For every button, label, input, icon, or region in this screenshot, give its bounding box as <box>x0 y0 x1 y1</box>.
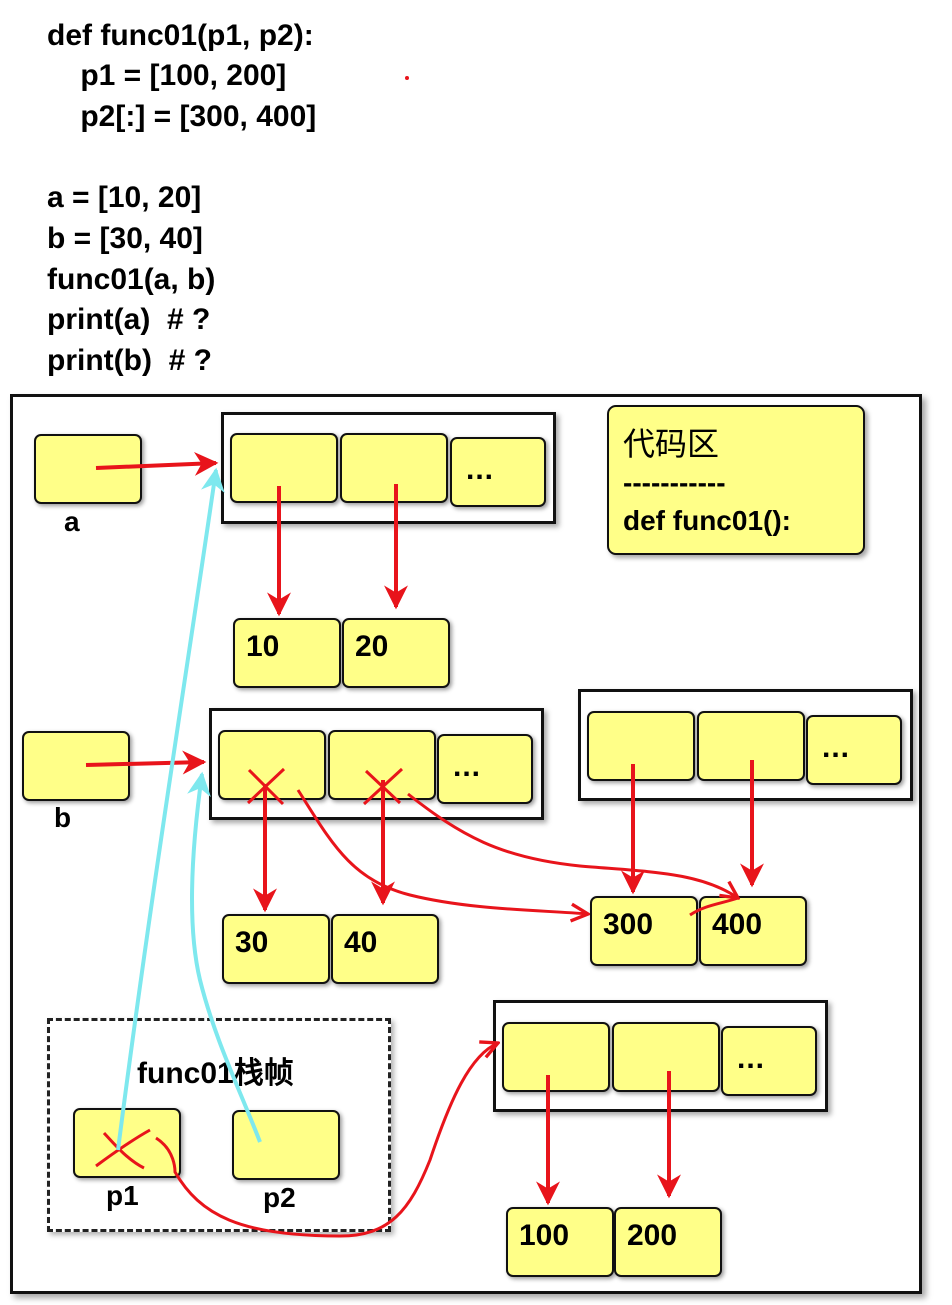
code-line-2: p1 = [100, 200] <box>47 59 287 92</box>
stray-dot <box>405 76 409 80</box>
stack-frame-title: func01栈帧 <box>137 1057 294 1090</box>
list-300-400-slot-ellipsis: ... <box>806 715 902 785</box>
param-p2-box <box>232 1110 340 1180</box>
list-100-200-slot-1 <box>612 1022 720 1092</box>
code-line-7: func01(a, b) <box>47 263 216 296</box>
list-b-slot-1 <box>328 730 436 800</box>
list-b-slot-ellipsis: ... <box>437 734 533 804</box>
code-line-3: p2[:] = [300, 400] <box>47 100 317 133</box>
code-area-title: 代码区 <box>623 426 720 462</box>
value-200-box: 200 <box>614 1207 722 1277</box>
list-a-slot-0 <box>230 433 338 503</box>
code-area-separator: ----------- <box>623 467 726 498</box>
list-100-200-slot-0 <box>502 1022 610 1092</box>
list-300-400-slot-0 <box>587 711 695 781</box>
code-line-9: print(b) # ? <box>47 344 212 377</box>
param-p2-label: p2 <box>263 1182 296 1213</box>
code-area: 代码区 ----------- def func01(): <box>607 405 865 555</box>
value-40-box: 40 <box>331 914 439 984</box>
value-30-box: 30 <box>222 914 330 984</box>
code-line-5: a = [10, 20] <box>47 181 202 214</box>
code-line-1: def func01(p1, p2): <box>47 19 314 52</box>
param-p1-box <box>73 1108 181 1178</box>
list-300-400-container <box>578 689 913 801</box>
param-p1-label: p1 <box>106 1180 139 1211</box>
list-300-400-slot-1 <box>697 711 805 781</box>
list-b-slot-0 <box>218 730 326 800</box>
list-100-200-slot-ellipsis: ... <box>721 1026 817 1096</box>
value-100-box: 100 <box>506 1207 614 1277</box>
memory-frame <box>10 394 922 1294</box>
value-20-box: 20 <box>342 618 450 688</box>
code-line-8: print(a) # ? <box>47 303 211 336</box>
code-line-6: b = [30, 40] <box>47 222 203 255</box>
code-area-content: def func01(): <box>623 505 791 536</box>
value-300-box: 300 <box>590 896 698 966</box>
var-b-label: b <box>54 802 72 833</box>
list-a-slot-ellipsis: ... <box>450 437 546 507</box>
var-a-box <box>34 434 142 504</box>
list-a-slot-1 <box>340 433 448 503</box>
var-a-label: a <box>64 506 80 537</box>
var-b-box <box>22 731 130 801</box>
value-10-box: 10 <box>233 618 341 688</box>
value-400-box: 400 <box>699 896 807 966</box>
